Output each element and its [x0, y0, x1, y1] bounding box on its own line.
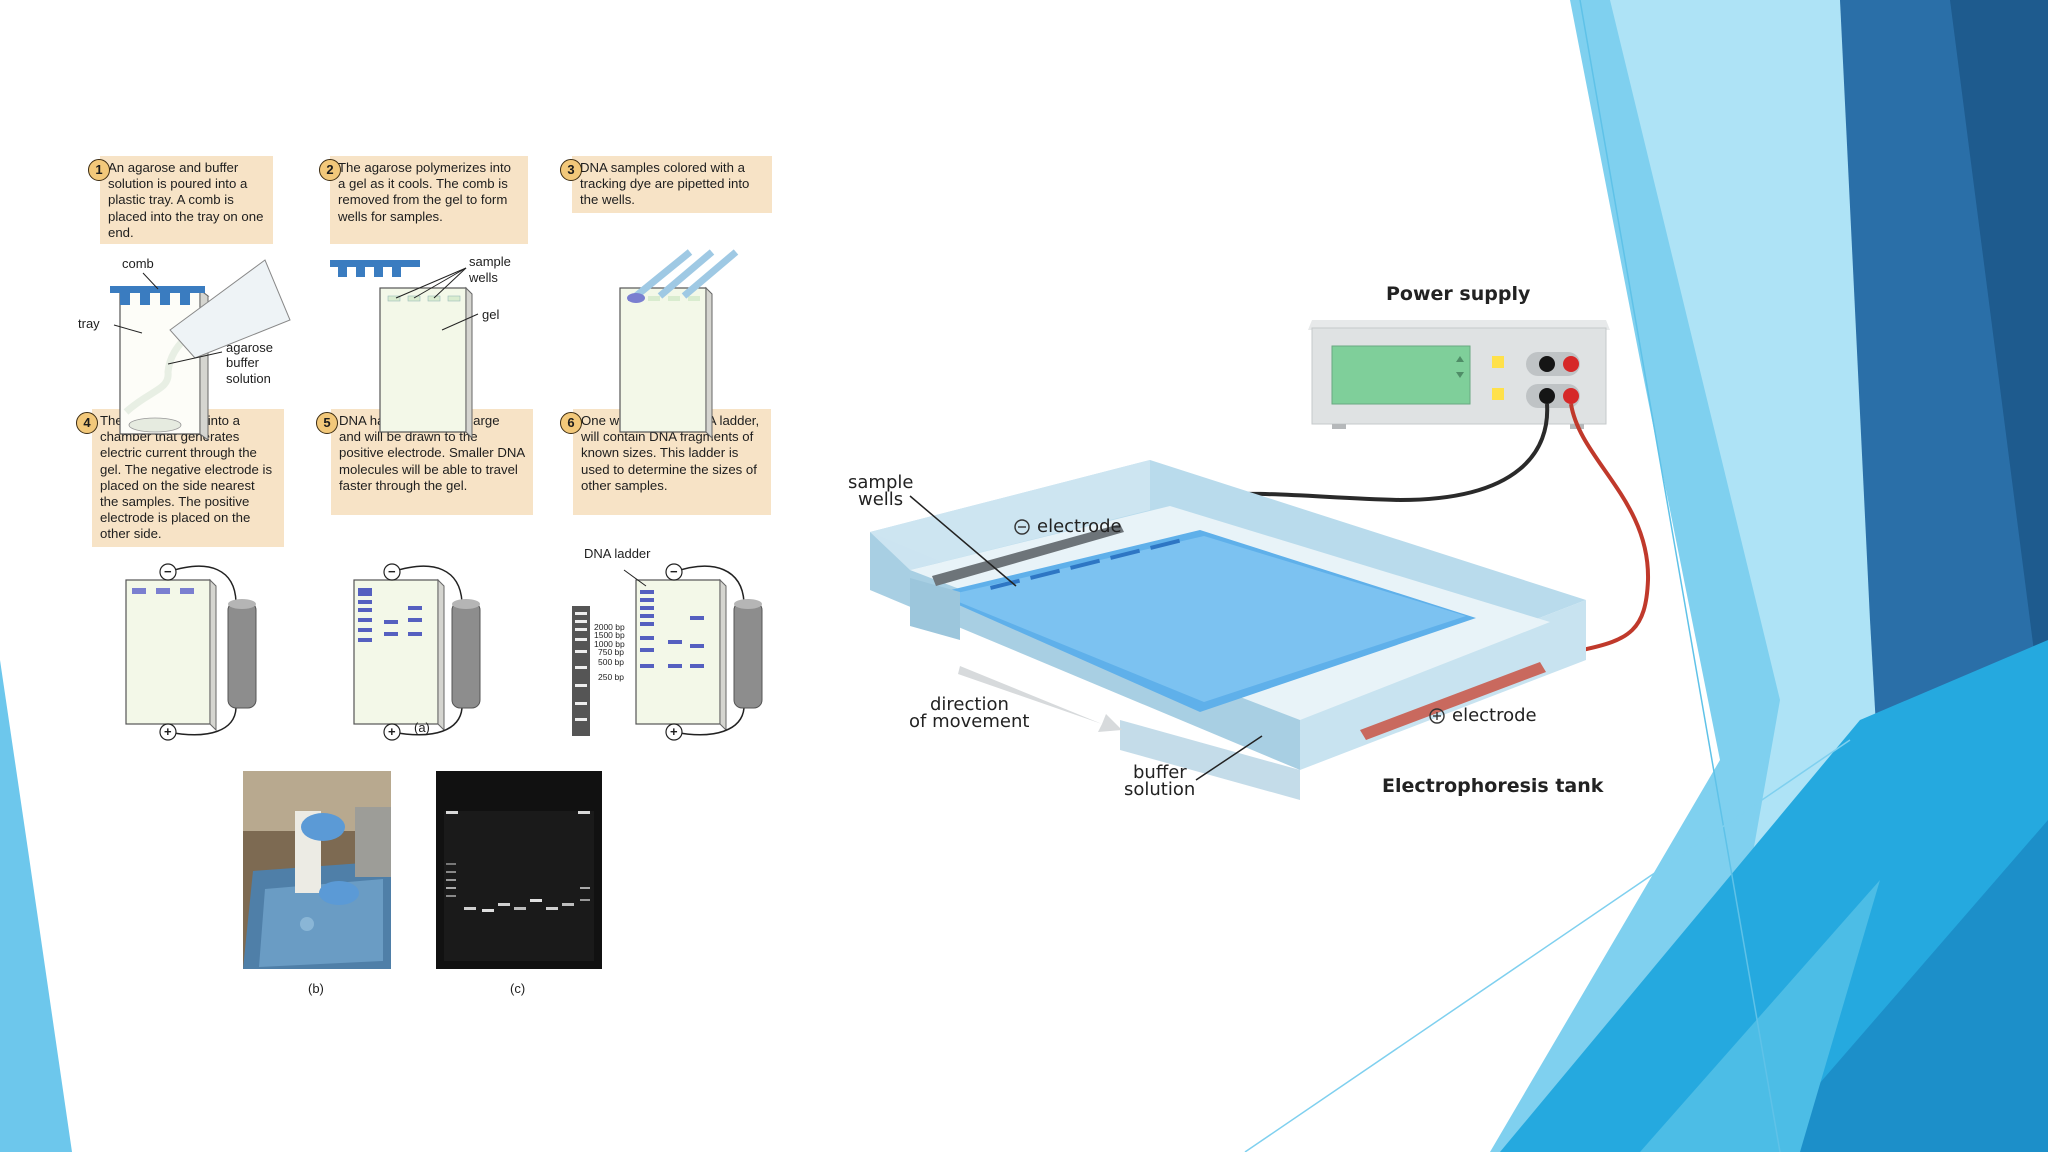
direction-arrow: [958, 666, 1122, 732]
tray-label: tray: [78, 316, 100, 331]
pipette-illustration: [619, 249, 739, 440]
step-2-number: 2: [319, 159, 341, 181]
step-3-caption: DNA samples colored with a tracking dye …: [572, 156, 772, 213]
sample-wells-leader: [909, 495, 1017, 587]
chamber-5-illustration: [353, 563, 481, 741]
step5-minus-sign: −: [388, 564, 396, 579]
sample-wells-label-2: wells: [858, 489, 904, 510]
tray-illustration: [110, 259, 291, 441]
photo-c: [436, 771, 602, 969]
step4-plus-sign: +: [164, 724, 172, 739]
tank-body: [870, 460, 1586, 800]
step-2-caption: The agarose polymerizes into a gel as it…: [330, 156, 528, 244]
power-supply-box: [1308, 320, 1610, 429]
sample-wells-label-1: sample: [848, 472, 914, 493]
step-3-number: 3: [560, 159, 582, 181]
sublabel-b: (b): [308, 981, 324, 996]
step-1-caption: An agarose and buffer solution is poured…: [100, 156, 273, 244]
gel-label: gel: [482, 307, 500, 322]
ladder-250-label: 250 bp: [598, 672, 624, 682]
step5-plus-sign: +: [388, 724, 396, 739]
ladder-1500-label: 1500 bp: [594, 630, 625, 640]
neg-electrode-label: electrode: [1037, 516, 1122, 537]
ladder-500-label: 500 bp: [598, 657, 624, 667]
step-2-text: The agarose polymerizes into a gel as it…: [338, 160, 511, 224]
red-wire: [1569, 403, 1651, 652]
pos-electrode-label: electrode: [1452, 705, 1537, 726]
sublabel-c: (c): [510, 981, 526, 996]
sample-label: sample: [469, 254, 511, 269]
gel-steps-illustration: [110, 249, 763, 741]
step-4-number: 4: [76, 412, 98, 434]
power-supply-label: Power supply: [1386, 283, 1531, 305]
agarose-label: agarose: [226, 340, 273, 355]
photo-b: [243, 771, 391, 969]
electrophoresis-tank-diagram: [870, 320, 1651, 800]
dna-ladder-label: DNA ladder: [584, 546, 651, 561]
solution-label: solution: [226, 371, 271, 386]
step4-minus-sign: −: [164, 564, 172, 579]
electrophoresis-tank-label: Electrophoresis tank: [1382, 775, 1604, 797]
comb-label: comb: [122, 256, 154, 271]
buffer-label: buffer: [226, 355, 260, 370]
chamber-4-illustration: [125, 563, 257, 741]
sublabel-a: (a): [414, 720, 430, 735]
step-1-text: An agarose and buffer solution is poured…: [108, 160, 264, 240]
chamber-6-illustration: [572, 563, 763, 741]
step-5-caption: DNA has a negative charge and will be dr…: [331, 409, 533, 515]
buffer-solution-label-1: buffer: [1133, 762, 1187, 783]
step-5-number: 5: [316, 412, 338, 434]
step-1-number: 1: [88, 159, 110, 181]
step-3-text: DNA samples colored with a tracking dye …: [580, 160, 750, 208]
ladder-2000-label: 2000 bp: [594, 622, 625, 632]
ladder-1000-label: 1000 bp: [594, 639, 625, 649]
ladder-750-label: 750 bp: [598, 647, 624, 657]
direction-label-2: of movement: [909, 711, 1030, 732]
buffer-solution-label-2: solution: [1124, 779, 1196, 800]
direction-label-1: direction: [930, 694, 1009, 715]
step6-plus-sign: +: [670, 724, 678, 739]
buffer-leader: [1195, 735, 1263, 781]
step-6-number: 6: [560, 412, 582, 434]
gel-wells-illustration: [330, 260, 479, 440]
step6-minus-sign: −: [670, 564, 678, 579]
wells-label: wells: [469, 270, 498, 285]
